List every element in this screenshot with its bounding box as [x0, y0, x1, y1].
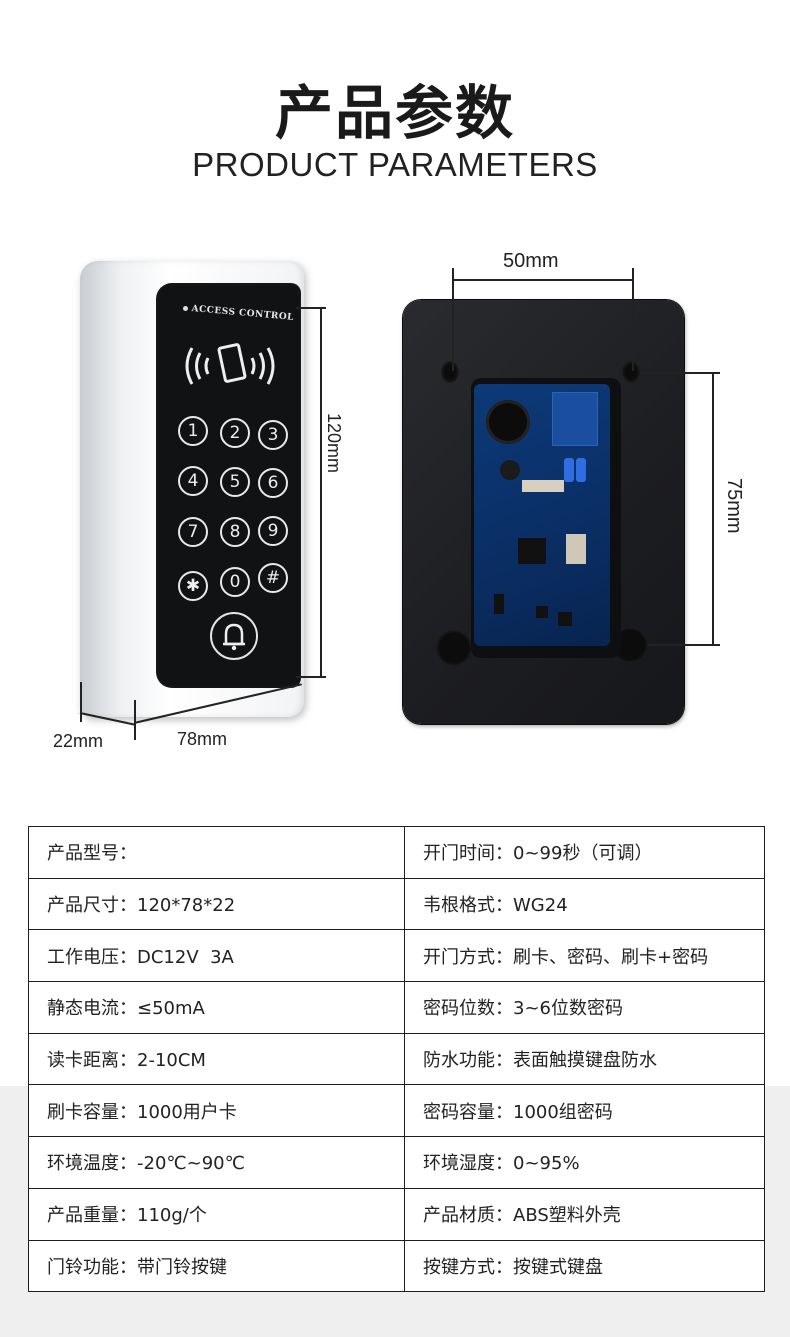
table-row: 产品尺寸：120*78*22 韦根格式：WG24	[28, 877, 765, 931]
table-row: 静态电流：≤50mA 密码位数：3~6位数密码	[28, 981, 765, 1034]
spec-cell: 环境温度：-20℃~90℃	[28, 1136, 405, 1189]
indicator-light	[183, 306, 188, 311]
dim-hole-h: 50mm	[503, 250, 559, 272]
dim-line-hole-v	[712, 372, 714, 645]
capacitor	[564, 458, 574, 482]
dim-line-hole-h	[452, 279, 633, 281]
spec-cell: 开门方式：刷卡、密码、刷卡+密码	[404, 929, 765, 983]
connector	[522, 480, 564, 492]
spec-cell: 工作电压：DC12V 3A	[28, 929, 405, 983]
spec-cell: 按键方式：按键式键盘	[404, 1239, 765, 1293]
spec-cell: 密码位数：3~6位数密码	[404, 981, 765, 1034]
dim-depth: 22mm	[53, 731, 104, 751]
page-title: 产品参数	[274, 79, 515, 147]
key-9: 9	[258, 516, 288, 546]
card-reader-icon	[185, 343, 275, 385]
terminal	[566, 534, 586, 564]
spec-cell: 产品尺寸：120*78*22	[28, 877, 405, 931]
spec-cell: 开门时间：0~99秒（可调）	[404, 826, 765, 879]
capacitor	[500, 460, 520, 480]
relay	[552, 392, 598, 446]
dim-tick	[134, 700, 136, 740]
key-3: 3	[258, 420, 288, 450]
dim-tick	[452, 268, 454, 371]
key-2: 2	[220, 418, 250, 448]
table-row: 刷卡容量：1000用户卡 密码容量：1000组密码	[28, 1084, 765, 1138]
spec-cell: 产品重量：110g/个	[28, 1187, 405, 1241]
page-subtitle: PRODUCT PARAMETERS	[192, 146, 598, 183]
key-hash: #	[258, 563, 288, 593]
dim-height: 120mm	[324, 413, 344, 474]
table-row: 工作电压：DC12V 3A 开门方式：刷卡、密码、刷卡+密码	[28, 929, 765, 983]
dim-tick	[296, 307, 326, 309]
spec-cell: 门铃功能：带门铃按键	[28, 1239, 405, 1293]
ic-chip	[518, 538, 546, 564]
table-row: 环境温度：-20℃~90℃ 环境湿度：0~95%	[28, 1136, 765, 1189]
spec-cell: 刷卡容量：1000用户卡	[28, 1084, 405, 1138]
spec-cell: 读卡距离：2-10CM	[28, 1032, 405, 1086]
ic-chip	[558, 612, 572, 626]
key-5: 5	[220, 467, 250, 497]
spec-cell: 产品型号：	[28, 826, 405, 879]
spec-cell: 静态电流：≤50mA	[28, 981, 405, 1034]
mount-hole	[436, 630, 472, 666]
key-star: ✱	[178, 571, 208, 601]
spec-cell: 防水功能：表面触摸键盘防水	[404, 1032, 765, 1086]
mount-hole	[622, 361, 640, 383]
ic-chip	[494, 594, 504, 614]
doorbell-key	[210, 612, 258, 660]
capacitor	[576, 458, 586, 482]
table-row: 读卡距离：2-10CM 防水功能：表面触摸键盘防水	[28, 1032, 765, 1086]
key-8: 8	[220, 517, 250, 547]
table-row: 门铃功能：带门铃按键 按键方式：按键式键盘	[28, 1239, 765, 1293]
dim-tick	[632, 268, 634, 371]
spec-cell: 产品材质：ABS塑料外壳	[404, 1187, 765, 1241]
dim-tick	[648, 644, 720, 646]
spec-cell: 韦根格式：WG24	[404, 877, 765, 931]
spec-table: 产品型号： 开门时间：0~99秒（可调） 产品尺寸：120*78*22 韦根格式…	[28, 826, 765, 1293]
dim-width: 78mm	[177, 729, 228, 749]
key-1: 1	[178, 416, 208, 446]
buzzer	[486, 400, 530, 444]
dim-tick	[296, 676, 326, 678]
key-0: 0	[220, 567, 250, 597]
ic-chip	[536, 606, 548, 618]
key-7: 7	[178, 517, 208, 547]
bell-icon	[223, 623, 245, 651]
table-row: 产品型号： 开门时间：0~99秒（可调）	[28, 826, 765, 879]
key-6: 6	[258, 468, 288, 498]
spec-cell: 环境湿度：0~95%	[404, 1136, 765, 1189]
dim-tick	[80, 682, 82, 722]
dim-line-height	[320, 307, 322, 677]
mount-hole	[441, 361, 459, 383]
spec-cell: 密码容量：1000组密码	[404, 1084, 765, 1138]
dim-tick	[640, 372, 720, 374]
table-row: 产品重量：110g/个 产品材质：ABS塑料外壳	[28, 1187, 765, 1241]
dim-hole-v: 75mm	[723, 478, 745, 534]
key-4: 4	[178, 466, 208, 496]
